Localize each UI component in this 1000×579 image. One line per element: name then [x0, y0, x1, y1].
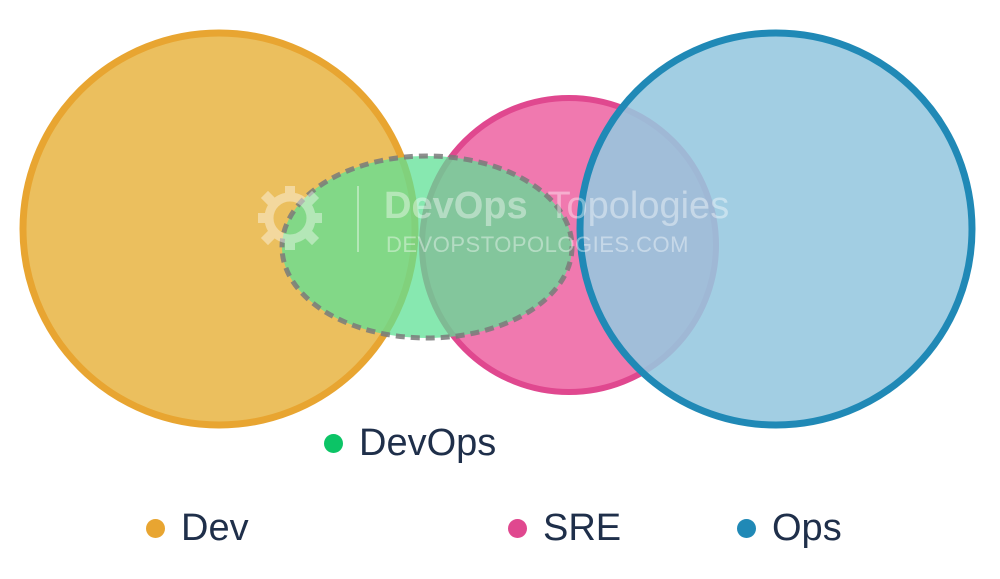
watermark: DevOps Topologies DEVOPSTOPOLOGIES.COM [258, 185, 729, 257]
legend-label-ops: Ops [772, 507, 842, 549]
legend-item-sre: SRE [508, 509, 621, 547]
devops-ellipse [279, 153, 575, 341]
legend-dot-sre [508, 518, 527, 538]
legend-label-dev: Dev [181, 507, 249, 549]
legend-item-ops: Ops [737, 509, 842, 547]
watermark-url: DEVOPSTOPOLOGIES.COM [386, 232, 689, 257]
gear-icon [258, 186, 322, 250]
legend-label-devops: DevOps [359, 422, 497, 464]
watermark-brand-bold: DevOps [384, 185, 528, 227]
legend-dot-devops [324, 433, 343, 453]
legend-dot-ops [737, 518, 756, 538]
watermark-brand-light: Topologies [548, 185, 730, 227]
legend-label-sre: SRE [543, 507, 622, 549]
ops-circle [576, 29, 976, 429]
legend-dot-dev [146, 518, 165, 538]
legend-item-dev: Dev [146, 509, 249, 547]
watermark-brand: DevOps Topologies [384, 185, 729, 227]
legend-item-devops: DevOps [324, 424, 496, 462]
